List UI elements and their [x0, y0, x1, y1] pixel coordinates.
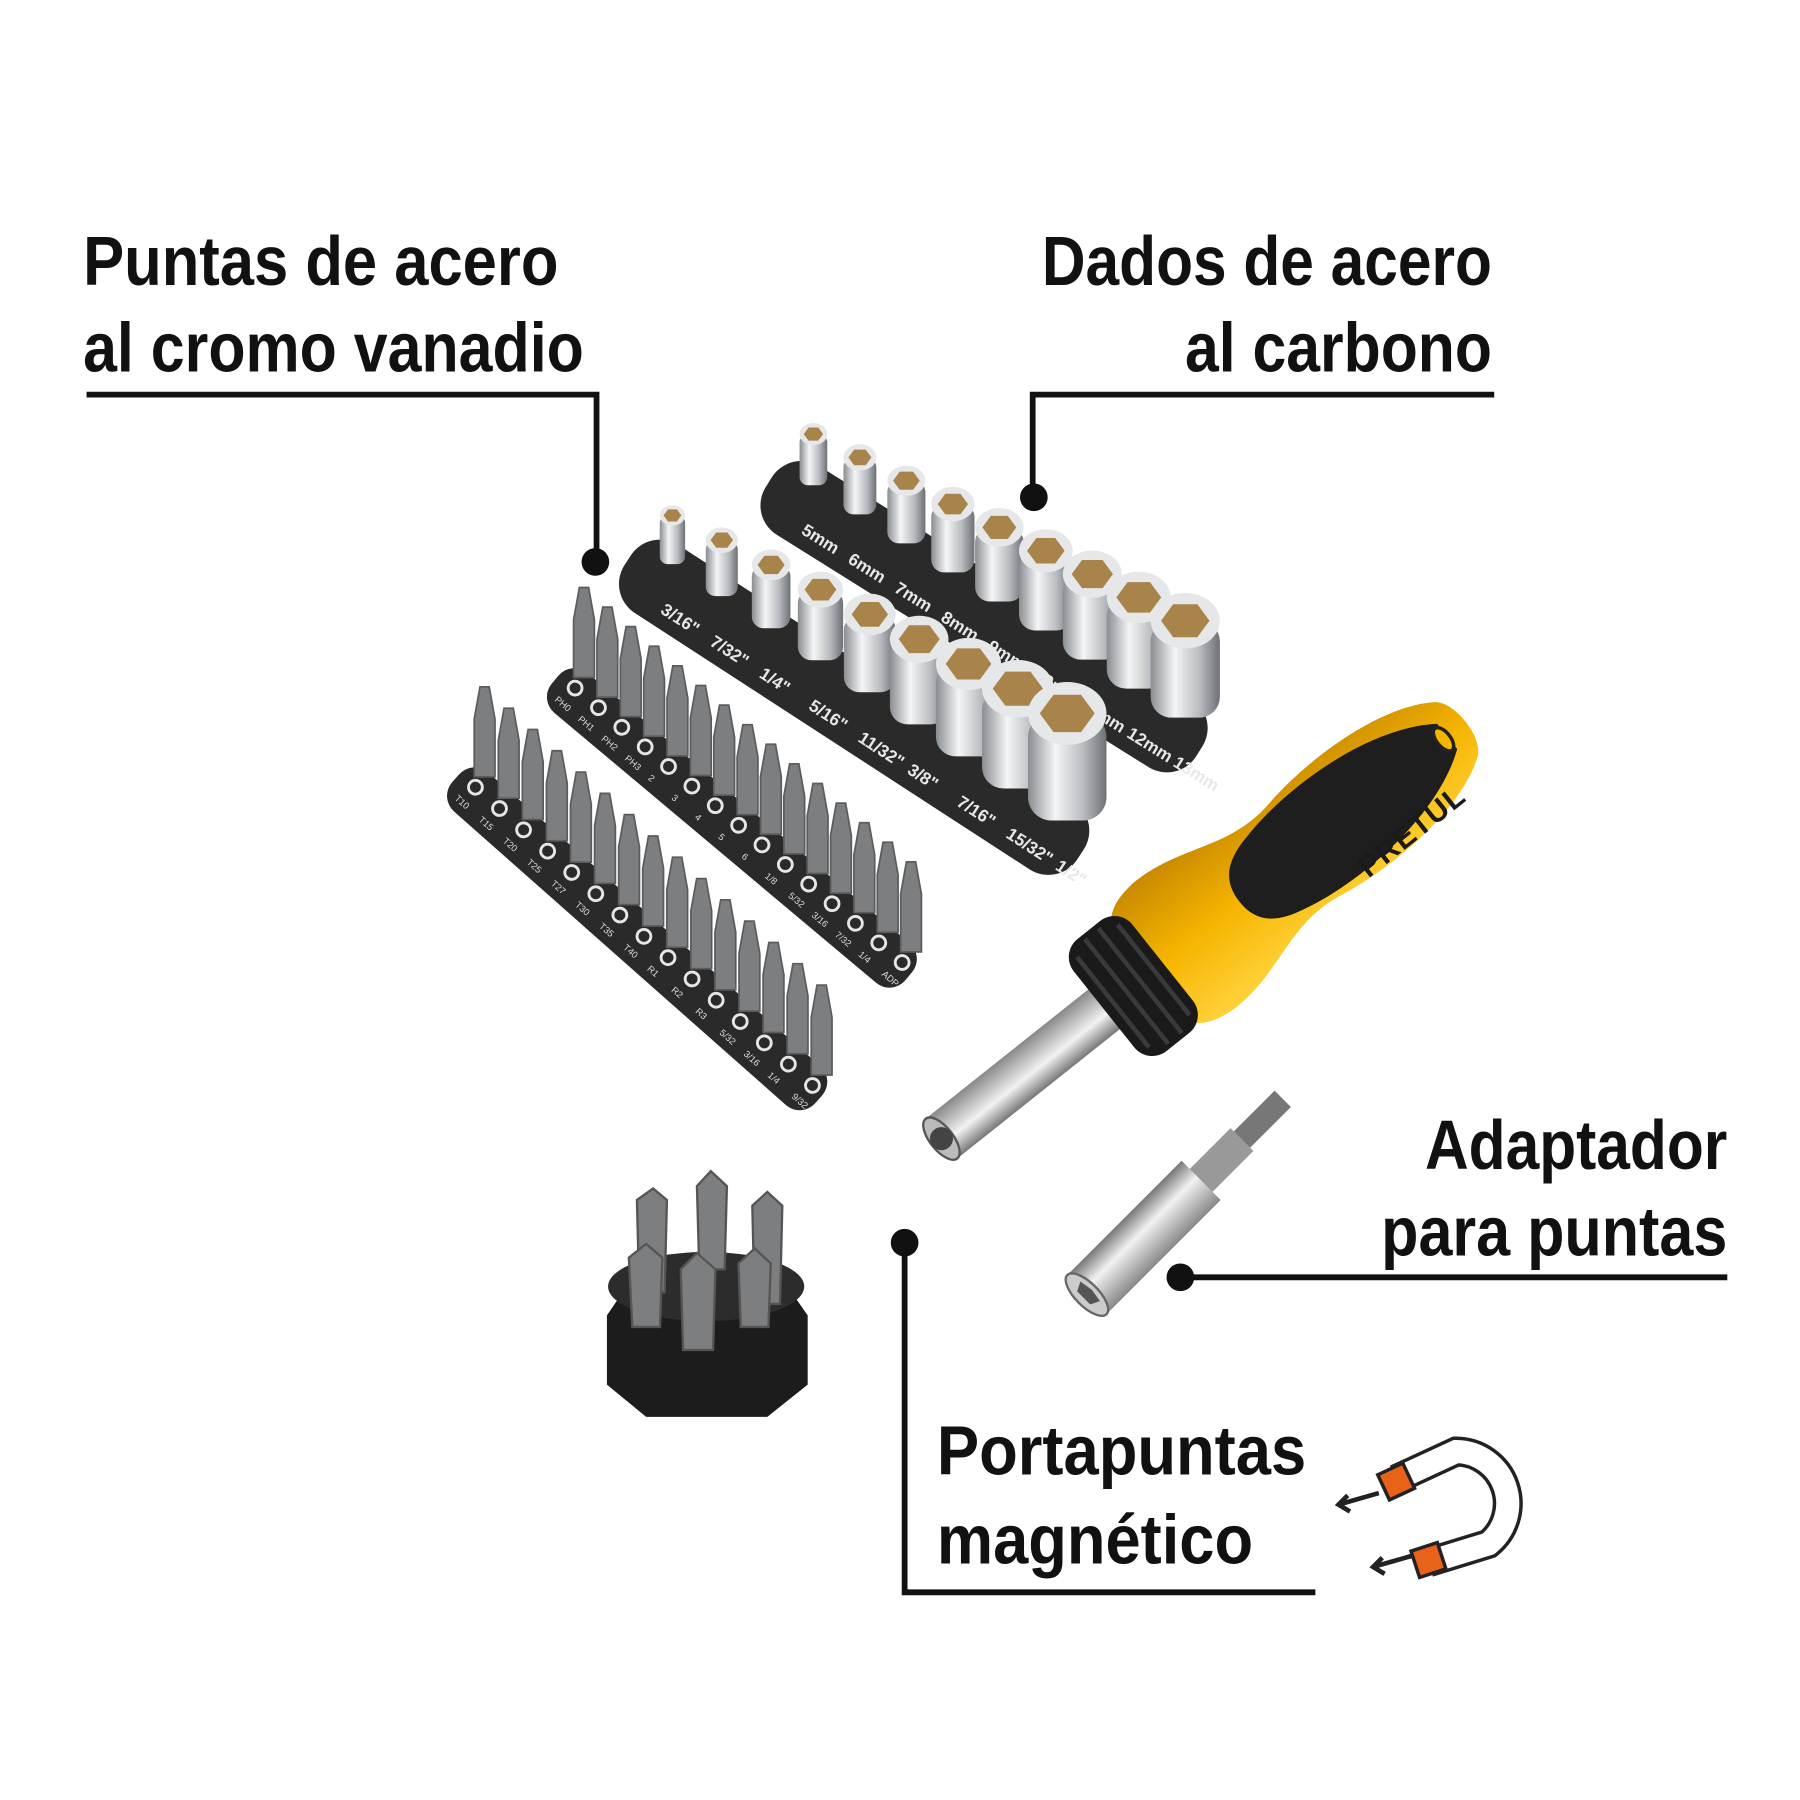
bit	[706, 704, 736, 815]
bit-rail-2: T10T15T20T25T27T30T35T40R1R2R35/323/161/…	[447, 686, 833, 1111]
callout-holder-dot	[890, 1228, 919, 1257]
socket	[659, 505, 686, 565]
callout-sockets-line2: al carbono	[1185, 309, 1492, 387]
bit-size-label: 4	[693, 812, 703, 823]
callout-adapter-dot	[1166, 1263, 1195, 1292]
bit	[683, 684, 713, 795]
bit	[893, 861, 923, 971]
socket	[1150, 593, 1220, 718]
bit	[800, 782, 829, 893]
screwdriver-shaft	[925, 982, 1129, 1159]
callout-bits-line1: Puntas de acero	[83, 222, 558, 300]
bit-holder-hub	[606, 1169, 808, 1417]
ratchet-screwdriver: PRETUL	[922, 702, 1479, 1161]
socket	[931, 486, 975, 573]
socket	[843, 593, 896, 693]
bit	[730, 723, 759, 834]
ratchet-collar	[1068, 916, 1198, 1056]
bit	[635, 835, 665, 945]
socket	[751, 549, 791, 629]
socket	[1028, 682, 1107, 821]
bit	[515, 728, 545, 839]
callout-sockets: Dados de acero al carbono	[1020, 222, 1495, 512]
bit	[590, 606, 619, 717]
bit	[613, 625, 642, 736]
bit	[563, 771, 593, 881]
hang-hole	[1431, 725, 1456, 753]
bit	[491, 707, 520, 817]
socket	[889, 615, 949, 725]
sae-socket-rail: 3/16"7/32"1/4"5/16"11/32"3/8"7/16"15/32"…	[618, 505, 1107, 890]
callout-adapter: Adaptador para puntas	[1166, 1106, 1727, 1292]
socket	[843, 444, 877, 515]
bit-size-label: 5	[716, 832, 726, 843]
bit	[780, 962, 809, 1073]
callout-sockets-dot	[1020, 483, 1048, 512]
bit	[823, 802, 853, 913]
socket	[887, 465, 926, 544]
bit	[467, 686, 496, 796]
bit	[566, 586, 596, 697]
bit	[755, 941, 785, 1052]
bit	[659, 856, 689, 967]
socket	[797, 571, 844, 661]
callout-holder-line2: magnético	[937, 1500, 1253, 1578]
callout-bits: Puntas de acero al cromo vanadio	[83, 222, 610, 576]
bit	[870, 841, 899, 952]
bit	[611, 813, 641, 924]
bit-adapter	[1064, 1090, 1291, 1317]
socket	[975, 508, 1024, 602]
socket-size-label: 13mm	[1170, 752, 1223, 795]
bit	[731, 920, 761, 1030]
socket-rail-base	[618, 539, 1090, 875]
bit	[753, 743, 783, 854]
magnet-icon	[1334, 1436, 1523, 1580]
bit	[776, 763, 806, 873]
bit	[587, 792, 617, 903]
bit-size-label: 6	[740, 851, 750, 862]
callout-adapter-line2: para puntas	[1381, 1192, 1727, 1270]
socket	[1018, 529, 1073, 631]
callout-sockets-leader	[1029, 391, 1495, 498]
callout-adapter-line1: Adaptador	[1425, 1106, 1727, 1184]
socket	[705, 527, 738, 597]
bit	[660, 665, 689, 775]
callout-sockets-line1: Dados de acero	[1042, 222, 1492, 300]
bit-size-label: 3	[670, 792, 680, 803]
bit	[707, 899, 737, 1009]
callout-bits-leader	[86, 391, 600, 562]
bit-size-label: 2	[646, 773, 656, 784]
bit	[636, 645, 666, 756]
callout-holder-leader	[901, 1242, 1316, 1596]
bit	[539, 749, 569, 860]
callout-bits-dot	[581, 548, 610, 576]
callout-holder-line1: Portapuntas	[937, 1412, 1306, 1490]
handle-grip	[1229, 723, 1458, 919]
socket	[799, 422, 828, 486]
bit	[847, 821, 876, 932]
bit	[683, 877, 713, 988]
callout-bits-line2: al cromo vanadio	[83, 309, 584, 387]
bit	[804, 984, 833, 1094]
callout-holder: Portapuntas magnético	[890, 1228, 1316, 1596]
